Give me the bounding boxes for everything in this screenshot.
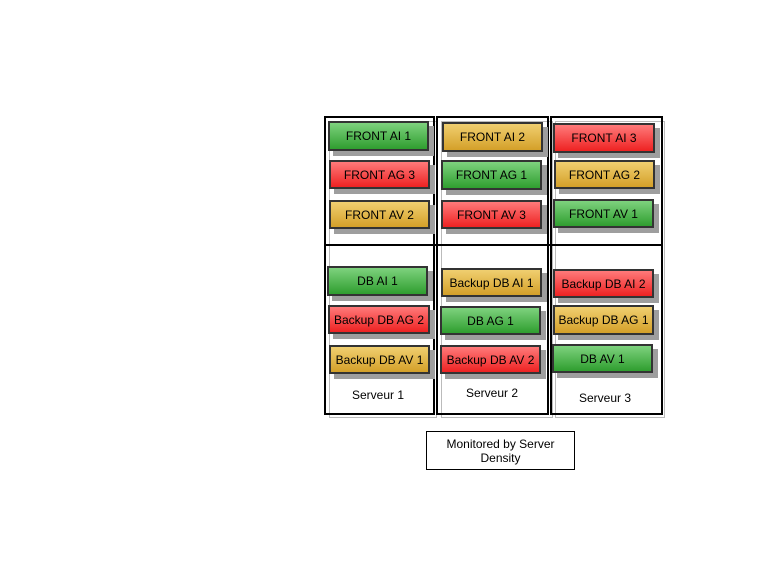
instance-box: Backup DB AV 1 [329,345,430,374]
instance-box: FRONT AI 1 [328,121,429,151]
instance-box: FRONT AV 3 [441,200,542,229]
instance-box: FRONT AI 3 [553,123,655,153]
server-column-1 [324,116,435,415]
instance-box: Backup DB AI 1 [441,268,542,297]
instance-box: FRONT AG 1 [441,160,542,190]
server-column-3 [550,116,663,415]
instance-box: Backup DB AG 1 [553,305,654,335]
instance-box: FRONT AI 2 [442,122,543,152]
tier-divider [324,244,663,246]
instance-box: FRONT AG 3 [329,160,430,189]
instance-box: Backup DB AV 2 [440,345,541,374]
server-label: Serveur 1 [351,388,405,402]
instance-box: DB AV 1 [552,344,653,373]
instance-box: FRONT AV 1 [553,199,654,228]
server-label: Serveur 2 [465,386,519,400]
instance-box: Backup DB AI 2 [553,269,654,298]
instance-box: FRONT AG 2 [554,160,655,189]
server-label: Serveur 3 [578,391,632,405]
instance-box: DB AI 1 [327,266,428,296]
monitoring-note: Monitored by Server Density [426,431,575,470]
instance-box: DB AG 1 [440,306,541,335]
instance-box: Backup DB AG 2 [328,305,430,334]
server-column-2 [436,116,549,415]
instance-box: FRONT AV 2 [329,200,430,229]
